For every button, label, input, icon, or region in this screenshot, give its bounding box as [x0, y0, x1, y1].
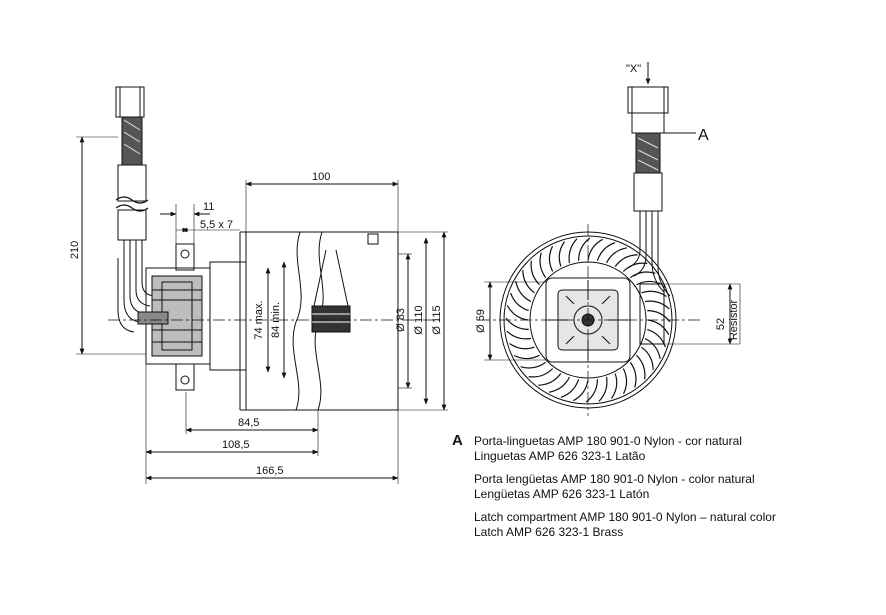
side-cable	[115, 116, 157, 333]
legend-block-es: Porta lengüetas AMP 180 901-0 Nylon - co…	[474, 472, 874, 502]
legend-block-en: Latch compartment AMP 180 901-0 Nylon – …	[474, 510, 874, 540]
blower-blade	[538, 373, 562, 386]
dim-100: 100	[312, 171, 330, 183]
blower-blade	[506, 330, 531, 340]
dim-84-5: 84,5	[238, 417, 259, 429]
blower-blade	[629, 362, 637, 388]
dim-52: 52	[715, 318, 727, 330]
blower-blade	[647, 328, 666, 348]
side-motor	[137, 243, 247, 391]
dim-166-5: 166,5	[256, 465, 284, 477]
blower-blade	[605, 247, 628, 264]
legend-line: Latch compartment AMP 180 901-0 Nylon – …	[474, 510, 776, 524]
label-resistor: Resistor	[728, 299, 740, 340]
blower-blade	[611, 373, 618, 399]
dim-74-max: 74 max.	[253, 300, 265, 339]
blower-blade	[509, 343, 535, 350]
blower-blade	[530, 260, 540, 286]
blower-blade	[515, 280, 532, 303]
dim-dia-59: Ø 59	[475, 309, 487, 333]
dim-210: 210	[69, 241, 81, 259]
dim-dia-83: Ø 83	[395, 308, 407, 332]
dim-slot-size: 5,5 x 7	[200, 219, 233, 231]
legend-block-pt: Porta-linguetas AMP 180 901-0 Nylon - co…	[474, 434, 874, 464]
legend-line: Linguetas AMP 626 323-1 Latão	[474, 449, 646, 463]
blower-blade	[622, 368, 628, 395]
blower-blade	[614, 254, 638, 267]
resistor-block	[639, 283, 665, 345]
blower-blades	[505, 237, 671, 403]
blower-blade	[622, 262, 648, 272]
blower-blade	[645, 300, 670, 310]
front-view	[478, 62, 741, 416]
dim-dia-110: Ø 110	[413, 305, 425, 334]
dim-108-5: 108,5	[222, 439, 250, 451]
blower-blade	[506, 305, 529, 321]
legend-marker: A	[452, 432, 463, 449]
blower-blade	[587, 238, 603, 261]
blower-blade	[598, 377, 608, 402]
blower-blade	[528, 368, 554, 378]
blower-blade	[573, 379, 589, 402]
blower-blade	[630, 271, 656, 279]
blower-blade	[560, 379, 580, 398]
view-label-x: "X"	[626, 63, 641, 75]
legend-line: Porta-linguetas AMP 180 901-0 Nylon - co…	[474, 434, 742, 448]
dim-11: 11	[203, 201, 214, 213]
legend-line: Porta lengüetas AMP 180 901-0 Nylon - co…	[474, 472, 755, 486]
blower-blade	[641, 346, 654, 370]
blower-blade	[539, 252, 547, 278]
blower-blade	[513, 354, 540, 360]
side-fan-housing	[239, 231, 399, 411]
legend-line: Lengüetas AMP 626 323-1 Latón	[474, 487, 650, 501]
blower-blade	[568, 238, 578, 263]
legend-line: Latch AMP 626 323-1 Brass	[474, 525, 624, 539]
blower-blade	[644, 337, 661, 360]
blower-blade	[641, 290, 667, 297]
side-view	[76, 86, 448, 484]
blower-blade	[548, 376, 571, 393]
callout-a: A	[698, 127, 709, 144]
blower-blade	[520, 361, 546, 369]
blower-blade	[510, 292, 529, 312]
blower-blade	[548, 245, 554, 272]
front-connector	[627, 86, 669, 114]
dim-84-min: 84 min.	[270, 302, 282, 338]
blower-blade	[522, 270, 535, 294]
blower-blade	[647, 319, 670, 335]
blower-blade	[558, 241, 565, 267]
blower-blade	[636, 354, 646, 380]
blower-blade	[596, 242, 616, 261]
dim-dia-115: Ø 115	[431, 305, 443, 334]
